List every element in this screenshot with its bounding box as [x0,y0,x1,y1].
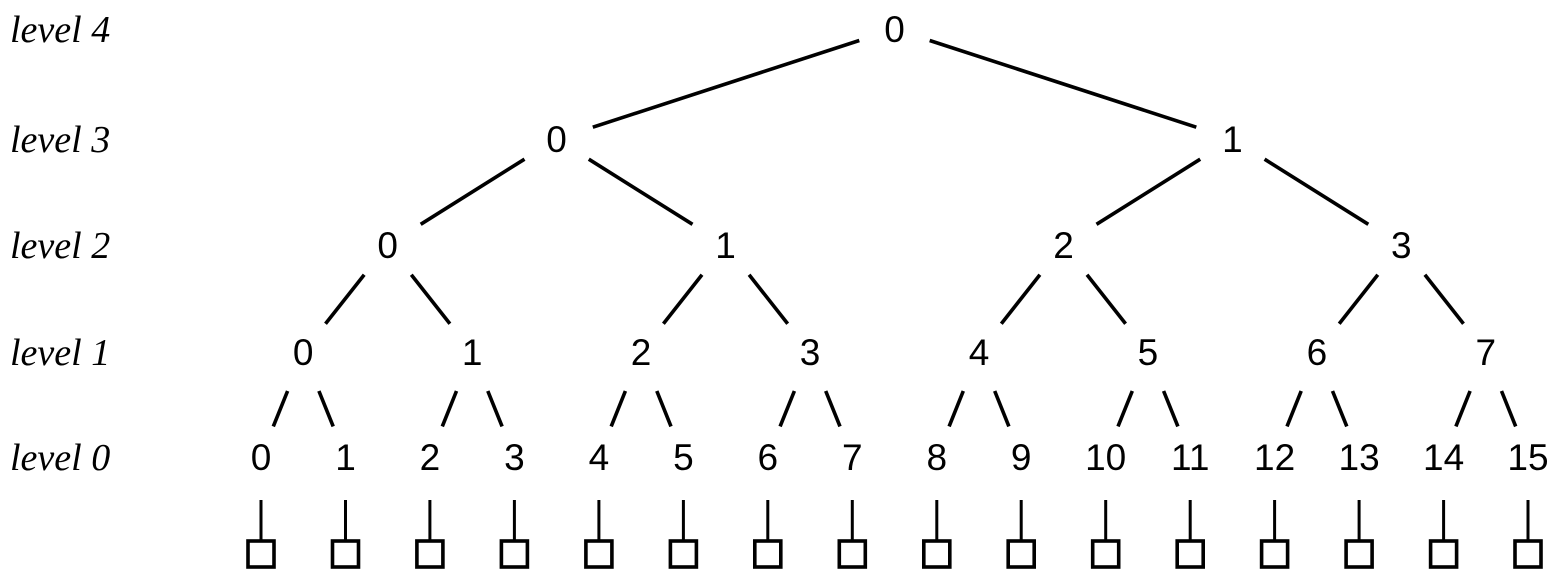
tree-node-level0-12: 12 [1254,437,1295,478]
leaf-square [752,539,783,569]
tree-node-level0-11: 11 [1171,437,1209,478]
leaf-square [837,539,868,569]
tree-edge [824,390,842,428]
tree-edge [317,390,335,428]
leaf-square [1006,539,1037,569]
tree-edge [1499,390,1518,428]
tree-node-level0-8: 8 [927,437,948,478]
tree-node-level0-5: 5 [673,437,694,478]
tree-node-level1-5: 5 [1138,332,1159,373]
leaf-square [330,539,361,569]
tree-node-level0-4: 4 [589,437,610,478]
tree-edge [486,390,504,428]
tree-node-level0-6: 6 [758,437,779,478]
leaf-square [246,539,276,569]
tree-node-level1-4: 4 [969,332,990,373]
level-label-1: level 1 [10,332,110,374]
tree-edge [929,38,1197,129]
tree-edge [609,390,628,428]
tree-node-level0-9: 9 [1011,437,1032,478]
leaf-square [1344,539,1374,569]
tree-edge [1095,157,1202,226]
tree-edge [655,390,673,428]
leaf-square [1428,539,1459,569]
level-label-2: level 2 [10,225,110,267]
tree-edge [661,273,704,325]
tree-node-level2-0: 0 [377,225,398,266]
tree-edge [1116,390,1134,428]
leaf-square [668,539,699,569]
tree-node-level0-14: 14 [1423,437,1464,478]
leaf-square [584,539,614,569]
leaf-square [1175,539,1205,569]
tree-edge [1161,390,1180,428]
level-label-4: level 4 [10,9,110,51]
tree-node-level1-7: 7 [1476,332,1497,373]
tree-edge [1085,273,1128,325]
tree-edge [1337,273,1380,325]
leaf-square [499,539,530,569]
tree-node-level1-0: 0 [293,332,314,373]
tree-edge [587,157,694,226]
tree-node-level2-1: 1 [715,225,736,266]
tree-edge [1330,390,1349,428]
leaf-square [1513,539,1543,569]
tree-edge [1285,390,1303,428]
tree-node-level3-1: 1 [1222,119,1243,160]
leaf-square [1259,539,1290,569]
tree-edge [271,390,290,428]
tree-edge [409,273,452,325]
tree-edge [778,390,797,428]
leaf-square [921,539,952,569]
tree-edge [993,390,1011,428]
leaf-attachments [246,500,1543,569]
tree-edge [419,157,526,226]
tree-edge [1454,390,1472,428]
level-label-3: level 3 [10,119,110,161]
tree-node-level1-3: 3 [800,332,821,373]
tree-node-level0-13: 13 [1339,437,1380,478]
tree-node-level2-2: 2 [1053,225,1074,266]
tree-edge [999,273,1042,325]
tree-node-level2-3: 3 [1391,225,1412,266]
tree-edge [1263,157,1370,226]
tree-edge [1423,273,1465,325]
tree-node-level0-7: 7 [842,437,863,478]
level-label-0: level 0 [10,437,110,479]
tree-node-level1-2: 2 [631,332,652,373]
tree-edge [592,38,860,129]
tree-edge [440,390,459,428]
tree-node-level1-6: 6 [1307,332,1328,373]
tree-edges [271,38,1518,428]
tree-node-level0-15: 15 [1507,437,1548,478]
tree-node-level1-1: 1 [462,332,483,373]
tree-node-level0-2: 2 [420,437,441,478]
tree-node-level0-1: 1 [335,437,356,478]
tree-node-level3-0: 0 [546,119,567,160]
tree-edge [947,390,965,428]
tree-node-level0-10: 10 [1085,437,1126,478]
tree-edge [747,273,790,325]
tree-node-level4-0: 0 [884,9,905,50]
leaf-square [415,539,445,569]
tree-node-level0-0: 0 [251,437,272,478]
leaf-square [1090,539,1121,569]
tree-edge [324,273,366,325]
tree-node-level0-3: 3 [504,437,525,478]
